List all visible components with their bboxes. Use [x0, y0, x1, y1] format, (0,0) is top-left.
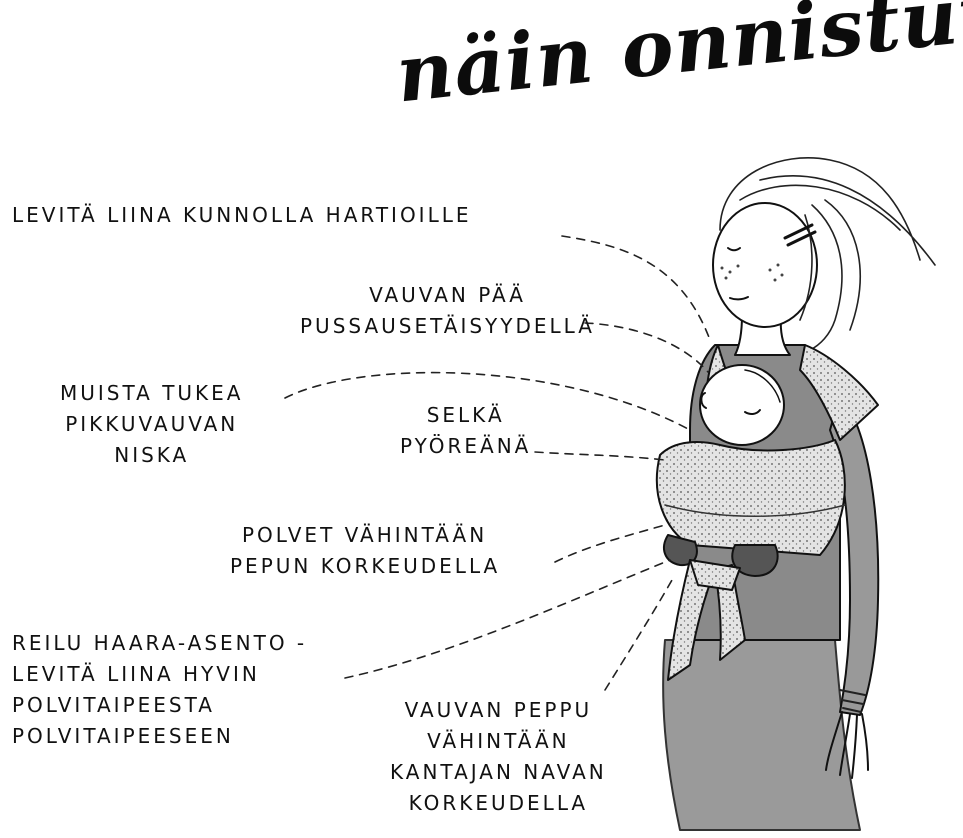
- label-line: PEPUN KORKEUDELLA: [230, 551, 500, 582]
- leader-bottom: [605, 580, 672, 690]
- label-line: KORKEUDELLA: [390, 788, 607, 819]
- wrap-pouch: [657, 440, 845, 555]
- label-line: PIKKUVAUVAN: [60, 409, 243, 440]
- label-line: VAUVAN PEPPU: [390, 695, 607, 726]
- leader-head: [585, 323, 708, 372]
- label-bottom: VAUVAN PEPPU VÄHINTÄÄN KANTAJAN NAVAN KO…: [390, 695, 607, 819]
- label-line: LEVITÄ LIINA KUNNOLLA HARTIOILLE: [12, 200, 472, 231]
- leader-knees: [555, 525, 665, 562]
- label-line: LEVITÄ LIINA HYVIN: [12, 659, 307, 690]
- label-line: PUSSAUSETÄISYYDELLÄ: [300, 311, 595, 342]
- label-shoulders: LEVITÄ LIINA KUNNOLLA HARTIOILLE: [12, 200, 472, 231]
- label-line: POLVET VÄHINTÄÄN: [230, 520, 500, 551]
- label-line: POLVITAIPEESTA: [12, 690, 307, 721]
- woman-skirt: [663, 640, 860, 830]
- label-knees: POLVET VÄHINTÄÄN PEPUN KORKEUDELLA: [230, 520, 500, 582]
- label-legs: REILU HAARA-ASENTO - LEVITÄ LIINA HYVIN …: [12, 628, 307, 752]
- label-line: MUISTA TUKEA: [60, 378, 243, 409]
- label-head: VAUVAN PÄÄ PUSSAUSETÄISYYDELLÄ: [300, 280, 595, 342]
- label-line: POLVITAIPEESEEN: [12, 721, 307, 752]
- label-line: REILU HAARA-ASENTO -: [12, 628, 307, 659]
- woman-face: [713, 203, 817, 327]
- label-neck: MUISTA TUKEA PIKKUVAUVAN NISKA: [60, 378, 243, 471]
- woman-figure: [657, 158, 935, 830]
- label-line: VAUVAN PÄÄ: [300, 280, 595, 311]
- label-back: SELKÄ PYÖREÄNÄ: [400, 400, 531, 462]
- leader-back: [535, 452, 665, 460]
- label-line: VÄHINTÄÄN: [390, 726, 607, 757]
- label-line: KANTAJAN NAVAN: [390, 757, 607, 788]
- baby-head: [700, 365, 784, 445]
- label-line: PYÖREÄNÄ: [400, 431, 531, 462]
- label-line: SELKÄ: [400, 400, 531, 431]
- label-line: NISKA: [60, 440, 243, 471]
